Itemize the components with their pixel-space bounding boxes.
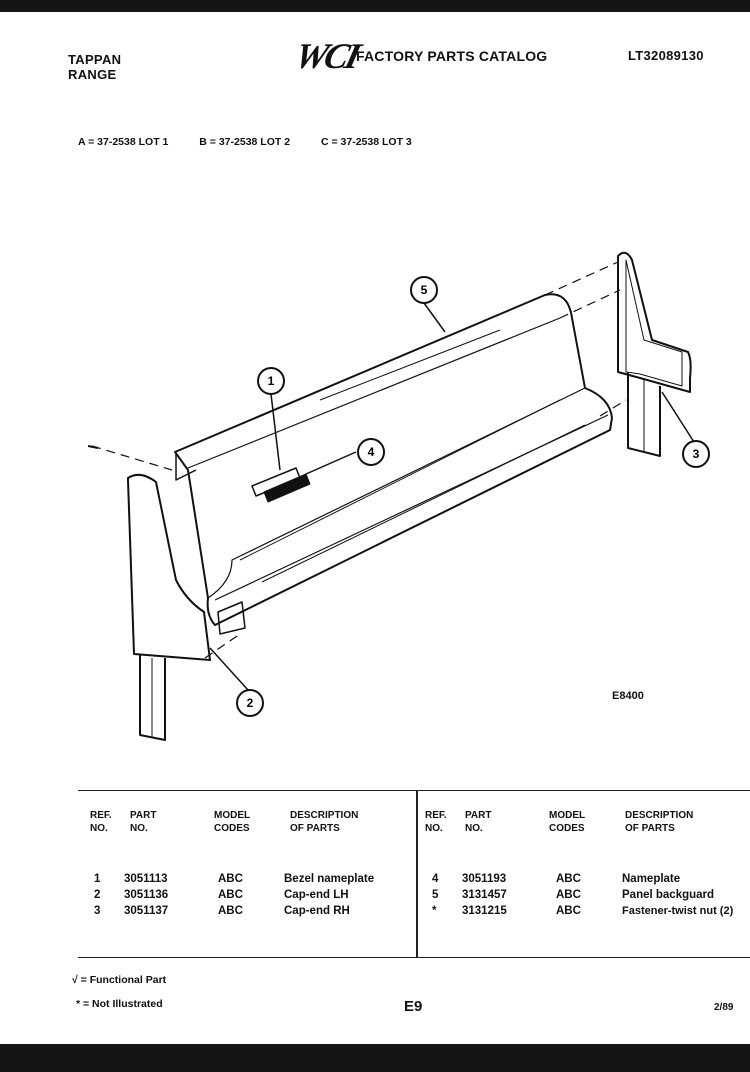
callout-5: 5	[421, 283, 428, 297]
nameplate-drawing	[263, 473, 311, 503]
not-illustrated-note: * = Not Illustrated	[76, 998, 163, 1010]
callout-3: 3	[693, 447, 700, 461]
lot-legend: A = 37-2538 LOT 1 B = 37-2538 LOT 2 C = …	[78, 136, 440, 148]
drawing-id: E8400	[612, 690, 644, 702]
callout-circle-5	[410, 276, 438, 304]
bottom-border	[0, 1044, 750, 1072]
table-divider	[416, 791, 418, 957]
ref-header: REF.NO.	[90, 810, 112, 834]
brand-line-1: TAPPAN	[68, 52, 122, 67]
catalog-number: LT32089130	[628, 48, 704, 63]
page-number: E9	[404, 998, 423, 1015]
ref-header-right: REF.NO.	[425, 810, 447, 834]
callout-circle-1	[257, 367, 285, 395]
panel-backguard-drawing	[174, 293, 613, 626]
cap-end-lh-drawing	[127, 473, 211, 661]
lot-b: B = 37-2538 LOT 2	[199, 136, 291, 148]
top-border	[0, 0, 750, 12]
catalog-title: FACTORY PARTS CATALOG	[356, 48, 548, 64]
cap-end-rh-drawing	[617, 251, 692, 393]
lot-a: A = 37-2538 LOT 1	[78, 136, 169, 148]
brand-line-2: RANGE	[68, 67, 117, 82]
catalog-date: 2/89	[714, 1002, 734, 1013]
callout-circle-2	[236, 689, 264, 717]
callout-4: 4	[368, 445, 375, 459]
brand-label: TAPPAN RANGE	[68, 52, 121, 82]
callout-2: 2	[247, 696, 254, 710]
callout-1: 1	[268, 374, 275, 388]
functional-part-note: √ = Functional Part	[72, 974, 167, 986]
callout-circle-4	[357, 438, 385, 466]
lot-c: C = 37-2538 LOT 3	[320, 136, 412, 148]
callout-circle-3	[682, 440, 710, 468]
